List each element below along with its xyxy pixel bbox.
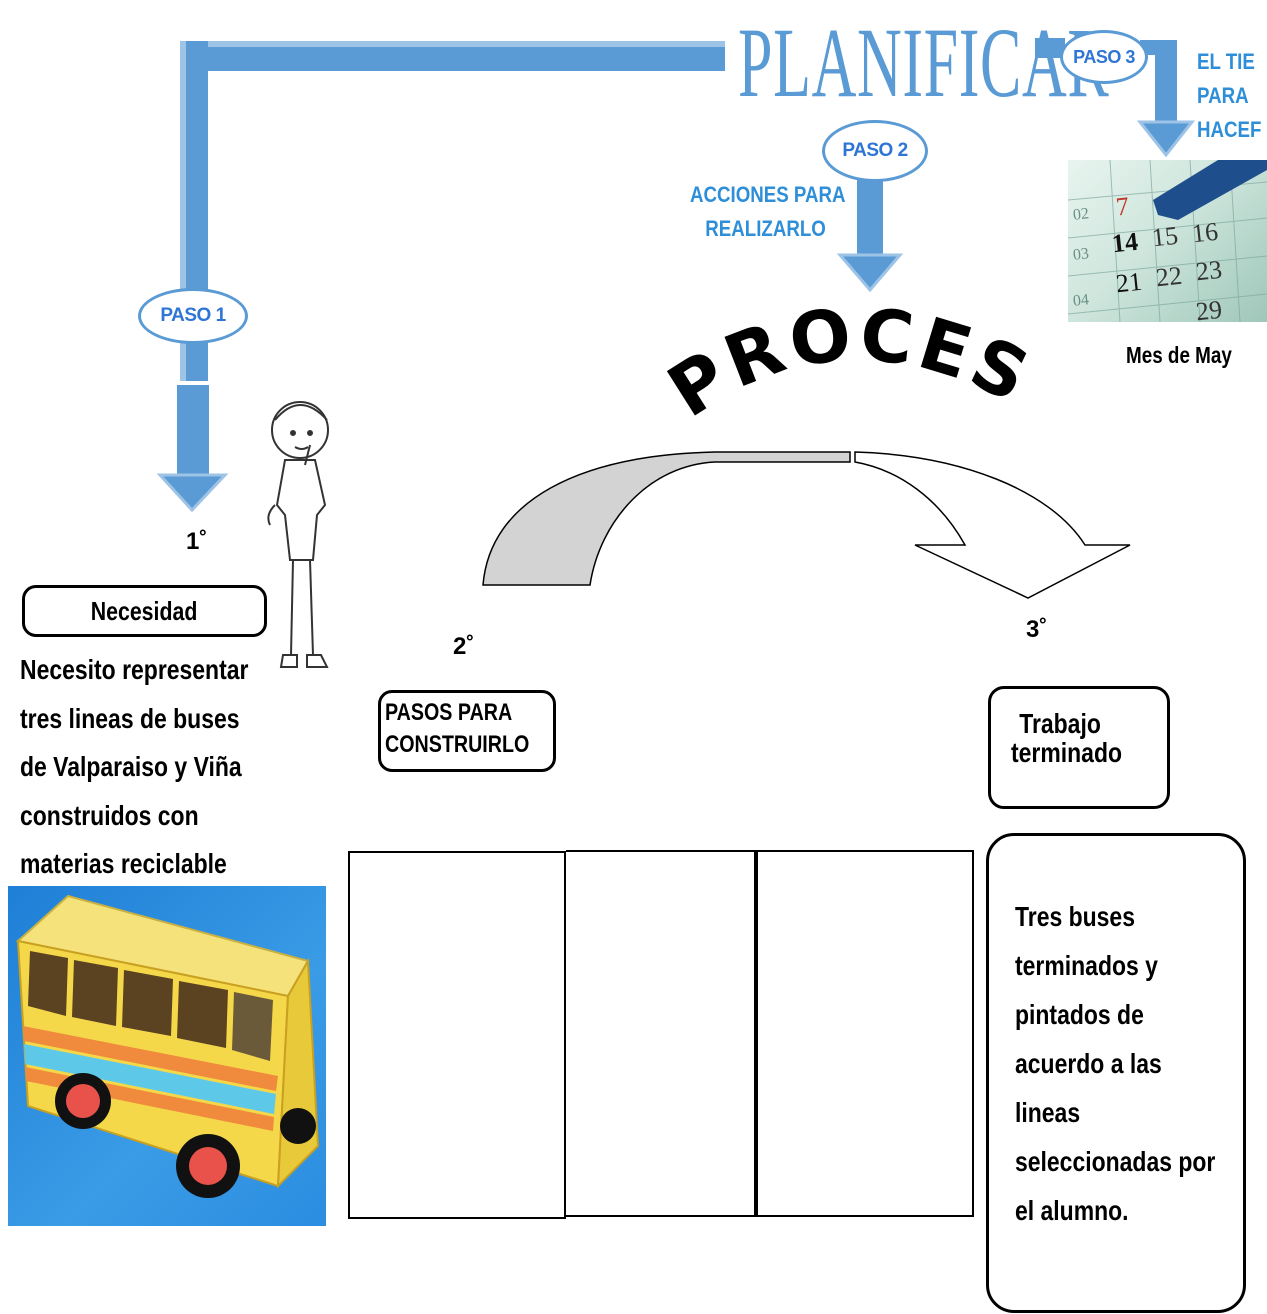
stage3-number: 3˚ — [1026, 616, 1048, 643]
result-line: lineas — [1015, 1097, 1081, 1128]
paso3-caption-line: EL TIE — [1197, 49, 1255, 74]
trabajo-label-line: Trabajo — [1019, 708, 1101, 739]
paso1-arrow-head — [156, 473, 229, 513]
paso2-arrow-shaft — [857, 180, 883, 255]
result-line: terminados y — [1015, 950, 1158, 981]
calendar-grid — [1068, 160, 1267, 322]
girl-illustration — [267, 401, 329, 668]
pasos-label-line: CONSTRUIRLO — [385, 731, 530, 758]
paso1-badge: PASO 1 — [138, 288, 248, 344]
result-line: pintados de — [1015, 999, 1144, 1030]
description-line: tres lineas de buses — [20, 702, 240, 734]
necesidad-description: Necesito representar tres lineas de buse… — [20, 646, 299, 889]
stage1-number: 1˚ — [186, 528, 208, 555]
description-line: de Valparaiso y Viña — [20, 751, 242, 782]
paso3-arrow-head — [1136, 120, 1196, 158]
result-line: el alumno. — [1015, 1195, 1129, 1226]
bus-icon — [15, 894, 320, 1198]
paso2-arrow-head — [836, 253, 904, 293]
description-line: Necesito representar — [20, 654, 249, 685]
result-line: Tres buses — [1015, 901, 1135, 932]
step-box-1 — [348, 851, 566, 1219]
result-line: acuerdo a las — [1015, 1048, 1162, 1079]
paso3-arrow-shaft — [1155, 40, 1177, 125]
paso3-caption-line: PARA — [1197, 83, 1249, 108]
paso3-badge: PASO 3 — [1060, 30, 1148, 84]
bus-image — [8, 886, 326, 1226]
necesidad-label: Necesidad — [91, 595, 198, 626]
pasos-label-box: PASOS PARA CONSTRUIRLO — [378, 690, 556, 772]
result-description: Tres buses terminados y pintados de acue… — [1015, 892, 1243, 1235]
necesidad-label-box: Necesidad — [22, 585, 267, 637]
page-title: PLANIFICAR — [738, 7, 1110, 118]
trabajo-label-box: Trabajo terminado — [988, 686, 1170, 809]
result-box: Tres buses terminados y pintados de acue… — [986, 833, 1246, 1313]
paso3-caption-line: HACEF — [1197, 117, 1262, 142]
paso3-caption: EL TIE PARA HACEF — [1197, 45, 1267, 165]
stage2-number: 2˚ — [453, 633, 475, 660]
paso2-caption-line: REALIZARLO — [705, 216, 826, 241]
paso1-arrow-shaft — [177, 385, 209, 475]
trabajo-label-line: terminado — [1011, 737, 1122, 768]
description-line: construidos con — [20, 799, 199, 831]
paso2-badge: PASO 2 — [822, 120, 928, 182]
calendar-caption: Mes de May — [1126, 342, 1232, 368]
process-arrow-right — [854, 451, 1131, 599]
process-arc-left — [482, 451, 851, 586]
paso2-caption: ACCIONES PARA REALIZARLO — [690, 178, 860, 246]
step-box-3 — [756, 850, 974, 1217]
description-line: materias reciclable — [20, 848, 227, 879]
calendar-image: 02 7 03 14 15 16 21 22 23 04 29 — [1068, 160, 1267, 322]
step-box-2 — [566, 850, 756, 1217]
pen-icon — [1153, 160, 1267, 220]
result-line: seleccionadas por — [1015, 1146, 1216, 1177]
paso2-caption-line: ACCIONES PARA — [690, 182, 846, 207]
pasos-label-line: PASOS PARA — [385, 699, 513, 726]
